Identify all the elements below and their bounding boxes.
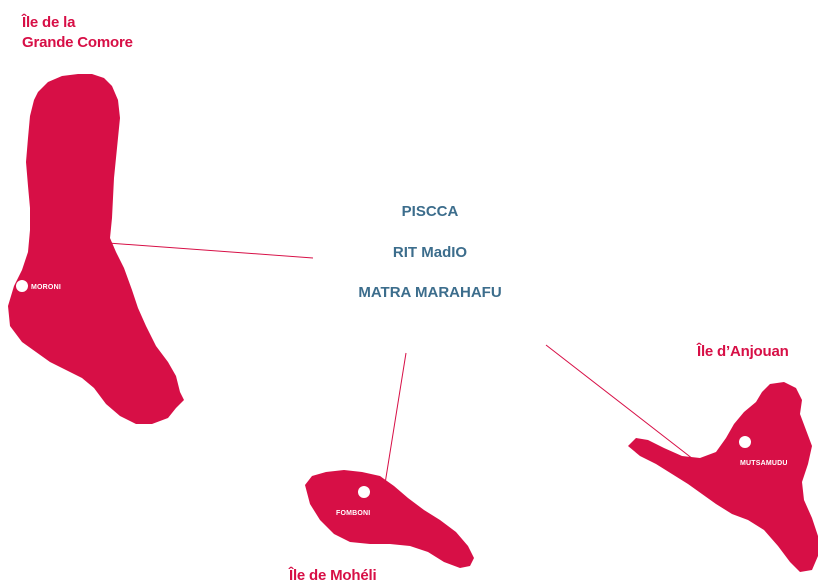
town-label-moroni: MORONI [31, 284, 61, 291]
program-piscca[interactable]: PISCCA [401, 203, 459, 220]
island-label-grande-comore: Île de la Grande Comore [22, 13, 133, 53]
program-matra-marahafu[interactable]: MATRA MARAHAFU [358, 284, 502, 301]
island-anjouan[interactable] [628, 382, 818, 572]
island-label-grande-comore-line1: Île de la [22, 14, 76, 31]
program-rit-madio[interactable]: RIT MadIO [392, 244, 468, 261]
island-moheli[interactable] [305, 470, 474, 568]
connector-line-anjouan [545, 344, 694, 460]
connector-line-grande-comore [107, 242, 314, 259]
town-dot-moroni[interactable] [16, 280, 28, 292]
island-label-moheli: Île de Mohéli [289, 567, 377, 584]
town-label-fomboni: FOMBONI [336, 510, 370, 517]
town-dot-mutsamudu[interactable] [739, 436, 751, 448]
connector-line-moheli [383, 352, 407, 491]
town-dot-fomboni[interactable] [358, 486, 370, 498]
island-grande-comore[interactable] [8, 74, 184, 424]
island-label-anjouan: Île d’Anjouan [697, 343, 789, 360]
town-label-mutsamudu: MUTSAMUDU [740, 460, 788, 467]
island-label-grande-comore-line2: Grande Comore [22, 34, 133, 51]
